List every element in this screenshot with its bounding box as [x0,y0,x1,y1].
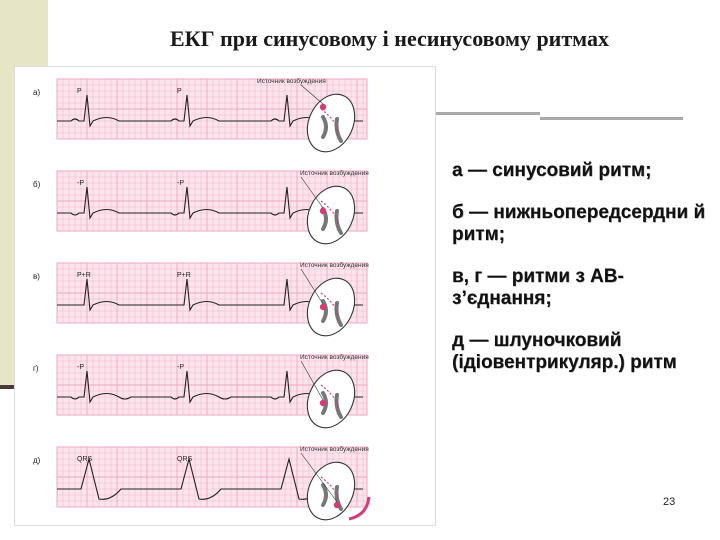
source-pointer [300,176,324,209]
excitation-source-dot [319,399,327,407]
source-pointer [300,268,324,305]
heart-outline [306,369,356,429]
list-item: в, г — ритми з АВ-з’єднання; [452,266,624,309]
ecg-trace [57,94,363,128]
wave-label: QRS [77,456,93,463]
ecg-trace [57,186,363,220]
wave-label: P [177,88,182,95]
conduction-pathway [320,476,339,508]
panel-letter: б) [33,180,41,189]
conduction-pathway [320,200,339,232]
excitation-source-caption: Источник возбуждения [300,445,369,453]
wave-label: -P [177,364,184,371]
ecg-trace [57,370,363,404]
excitation-source-caption: Источник возбуждения [300,169,369,177]
excitation-source-caption: Источник возбуждения [257,77,326,85]
excitation-source-dot [333,501,341,509]
heart-vessels [321,483,343,511]
rhythm-list: а — синусовий ритм; б — нижньопередсердн… [452,160,710,394]
excitation-source-dot [319,103,327,111]
page-number: 23 [663,496,676,508]
wave-label: -P [177,180,184,187]
excitation-source-caption: Источник возбуждения [300,353,369,361]
conduction-pathway [320,384,339,416]
ecg-trace [57,278,363,312]
arrow-icon [348,496,371,521]
list-item: б — нижньопередсердни й ритм; [452,202,706,245]
deco-line [540,117,683,120]
heart-outline [306,277,356,337]
list-item: а — синусовий ритм; [452,160,652,181]
panel-letter: в) [33,272,40,281]
wave-label: P [77,88,82,95]
excitation-source-caption: Источник возбуждения [300,261,369,269]
ecg-figure: а) P P Источник возбуждения б) -P -P Источник в… [14,66,436,526]
heart-outline [306,185,356,245]
wave-label: P+R [177,272,191,279]
deco-line [430,112,540,115]
conduction-pathway [320,108,339,140]
wave-label: -P [77,180,84,187]
ecg-diagram: а) P P Источник возбуждения б) -P -P Источник в… [33,77,371,521]
list-item: д — шлуночковий (ідіовентрикуляр.) ритм [452,330,677,373]
excitation-source-dot [319,303,327,311]
slide-title: ЕКГ при синусовому і несинусовому ритмах [170,26,609,51]
excitation-source-dot [319,207,327,215]
panel-letter: г) [33,364,39,373]
wave-label: P+R [77,272,91,279]
source-pointer [300,360,324,401]
source-pointer [300,452,338,503]
panel-letter: а) [33,88,40,97]
source-pointer [300,84,324,105]
conduction-pathway [320,292,339,324]
panel-letter: д) [33,456,41,465]
heart-vessels [321,299,343,327]
wave-label: -P [77,364,84,371]
heart-vessels [321,115,343,143]
heart-outline [306,93,356,153]
heart-outline [306,461,356,521]
wave-label: QRS [177,456,193,463]
